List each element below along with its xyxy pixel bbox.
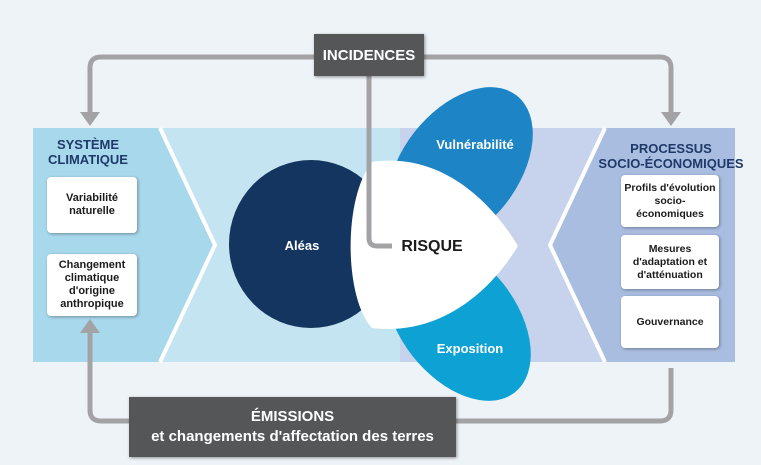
natural-variability-line1: Variabilité — [66, 192, 118, 204]
anthropogenic-change-line4: anthropique — [60, 298, 124, 310]
hazards-label: Aléas — [284, 237, 320, 253]
socioeconomic-title: PROCESSUS SOCIO-ÉCONOMIQUES — [596, 141, 746, 171]
left-chevron-separator — [158, 127, 218, 363]
socioeconomic-pathways-line2: socio-économiques — [636, 194, 704, 220]
anthropogenic-change-box: Changement climatique d'origine anthropi… — [47, 254, 137, 316]
vulnerability-label: Vulnérabilité — [436, 136, 514, 152]
socioeconomic-title-line1: PROCESSUS — [630, 141, 712, 156]
risk-label: RISQUE — [401, 238, 463, 255]
governance-box: Gouvernance — [621, 296, 719, 348]
right-chevron-separator — [547, 127, 607, 363]
hazards-petal — [229, 160, 393, 328]
socioeconomic-title-line2: SOCIO-ÉCONOMIQUES — [598, 156, 744, 171]
incidences-text: INCIDENCES — [322, 46, 416, 64]
socioeconomic-pathways-box: Profils d'évolution socio-économiques — [621, 175, 719, 227]
incidences-risk-connector — [366, 75, 392, 249]
socioeconomic-pathways-line1: Profils d'évolution — [624, 181, 716, 194]
natural-variability-line2: naturelle — [69, 205, 115, 217]
anthropogenic-change-line3: d'origine — [68, 285, 115, 297]
natural-variability-box: Variabilité naturelle — [47, 177, 137, 233]
emissions-subtitle: et changements d'affectation des terres — [151, 428, 434, 445]
adaptation-mitigation-line3: d'atténuation — [637, 268, 703, 281]
adaptation-mitigation-line1: Mesures — [648, 242, 692, 255]
risk-center-zone — [350, 160, 518, 329]
top-arrowhead-right — [661, 112, 681, 126]
emissions-title: ÉMISSIONS — [250, 408, 335, 425]
anthropogenic-change-line1: Changement — [58, 259, 126, 271]
adaptation-mitigation-box: Mesures d'adaptation et d'atténuation — [621, 235, 719, 289]
governance-line1: Gouvernance — [636, 315, 704, 328]
anthropogenic-change-line2: climatique — [64, 272, 120, 284]
adaptation-mitigation-line2: d'adaptation et — [632, 255, 708, 268]
climate-system-title: SYSTÈME CLIMATIQUE — [33, 137, 143, 167]
climate-system-title-line1: SYSTÈME — [56, 137, 120, 152]
incidences-label: INCIDENCES — [314, 34, 424, 76]
top-arrowhead-left — [80, 112, 100, 126]
emissions-label: ÉMISSIONS et changements d'affectation d… — [129, 397, 456, 457]
climate-system-title-line2: CLIMATIQUE — [48, 152, 128, 167]
bottom-arrowhead-up — [80, 319, 100, 333]
exposure-label: Exposition — [436, 340, 504, 356]
